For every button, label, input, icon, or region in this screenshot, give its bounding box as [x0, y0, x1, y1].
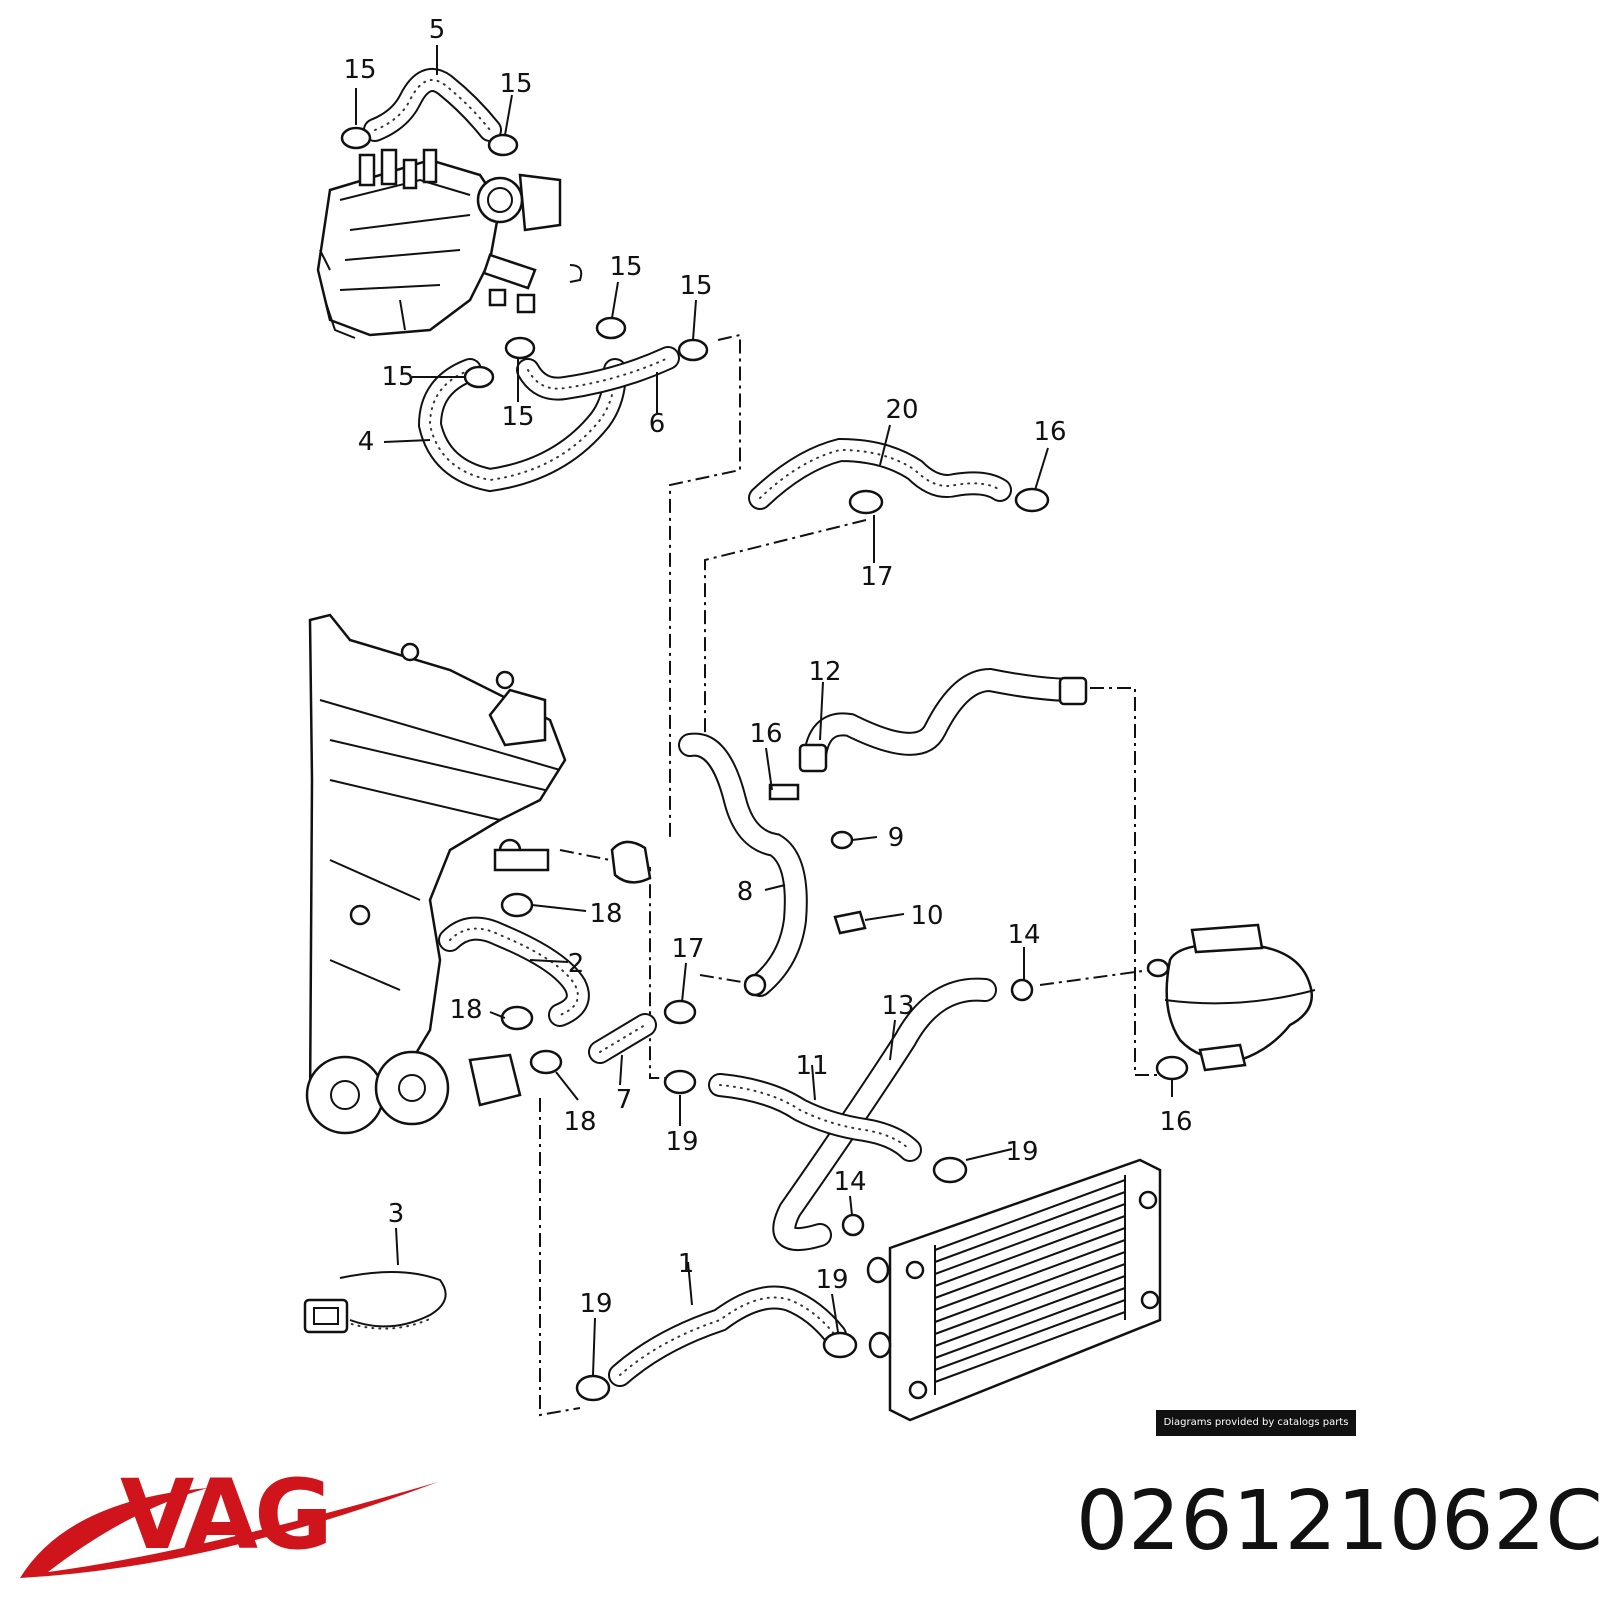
callout-9: 9	[888, 823, 905, 853]
callout-16: 16	[1033, 417, 1066, 447]
callout-15: 15	[679, 271, 712, 301]
logo-swoosh	[20, 1482, 438, 1578]
callout-10: 10	[910, 901, 943, 931]
credit-banner: Diagrams provided by catalogs parts	[1156, 1410, 1356, 1436]
part-number: 026121062C	[1076, 1474, 1600, 1569]
callout-15: 15	[609, 252, 642, 282]
callout-19: 19	[815, 1265, 848, 1295]
callout-14: 14	[833, 1167, 866, 1197]
callout-8: 8	[737, 877, 754, 907]
callout-3: 3	[388, 1199, 405, 1229]
hose-clamps-17-18	[500, 892, 697, 1095]
vag-logo: VAG	[20, 1459, 438, 1578]
connection-lines	[539, 333, 1165, 1417]
callout-19: 19	[579, 1289, 612, 1319]
callout-15: 15	[499, 69, 532, 99]
callout-15: 15	[501, 402, 534, 432]
hose-1	[575, 1213, 865, 1402]
clamp-3	[303, 1270, 447, 1334]
callout-19: 19	[1005, 1137, 1038, 1167]
callout-6: 6	[649, 409, 666, 439]
callout-14: 14	[1007, 920, 1040, 950]
leader-lines	[355, 45, 1173, 1376]
hose-4	[417, 358, 627, 493]
callout-1: 1	[678, 1249, 695, 1279]
hose-5	[363, 68, 502, 142]
small-parts-9-10	[493, 830, 867, 935]
expansion-tank	[1146, 923, 1316, 1081]
callout-13: 13	[881, 991, 914, 1021]
callout-17: 17	[671, 934, 704, 964]
hose-20	[748, 437, 1050, 515]
pipe-12	[798, 667, 1088, 773]
hose-13	[772, 977, 1034, 1251]
radiator	[866, 1158, 1162, 1422]
hose-clamps-15	[340, 126, 709, 389]
callout-16: 16	[749, 719, 782, 749]
callout-18: 18	[449, 995, 482, 1025]
callout-5: 5	[429, 15, 446, 45]
carburetor-drawing	[316, 148, 583, 339]
callout-4: 4	[358, 427, 375, 457]
callout-19: 19	[665, 1127, 698, 1157]
callout-12: 12	[808, 657, 841, 687]
engine-drawing	[305, 613, 567, 1135]
callout-20: 20	[885, 395, 918, 425]
hose-6	[516, 346, 680, 401]
callout-18: 18	[589, 899, 622, 929]
callout-2: 2	[568, 949, 585, 979]
callout-16: 16	[1159, 1107, 1192, 1137]
pipe-7	[588, 1013, 657, 1064]
callout-11: 11	[795, 1051, 828, 1081]
callout-18: 18	[563, 1107, 596, 1137]
pipe-8	[678, 732, 808, 997]
hose-11	[708, 1073, 968, 1184]
callout-17: 17	[860, 562, 893, 592]
callout-labels: 5 15 15 15 15 15 15 4 6 20 16 17 12 16 9…	[343, 15, 1192, 1319]
callout-15: 15	[343, 55, 376, 85]
brand-name: VAG	[120, 1459, 329, 1571]
callout-7: 7	[616, 1085, 633, 1115]
credit-text: Diagrams provided by catalogs parts	[1163, 1417, 1349, 1428]
callout-15: 15	[381, 362, 414, 392]
